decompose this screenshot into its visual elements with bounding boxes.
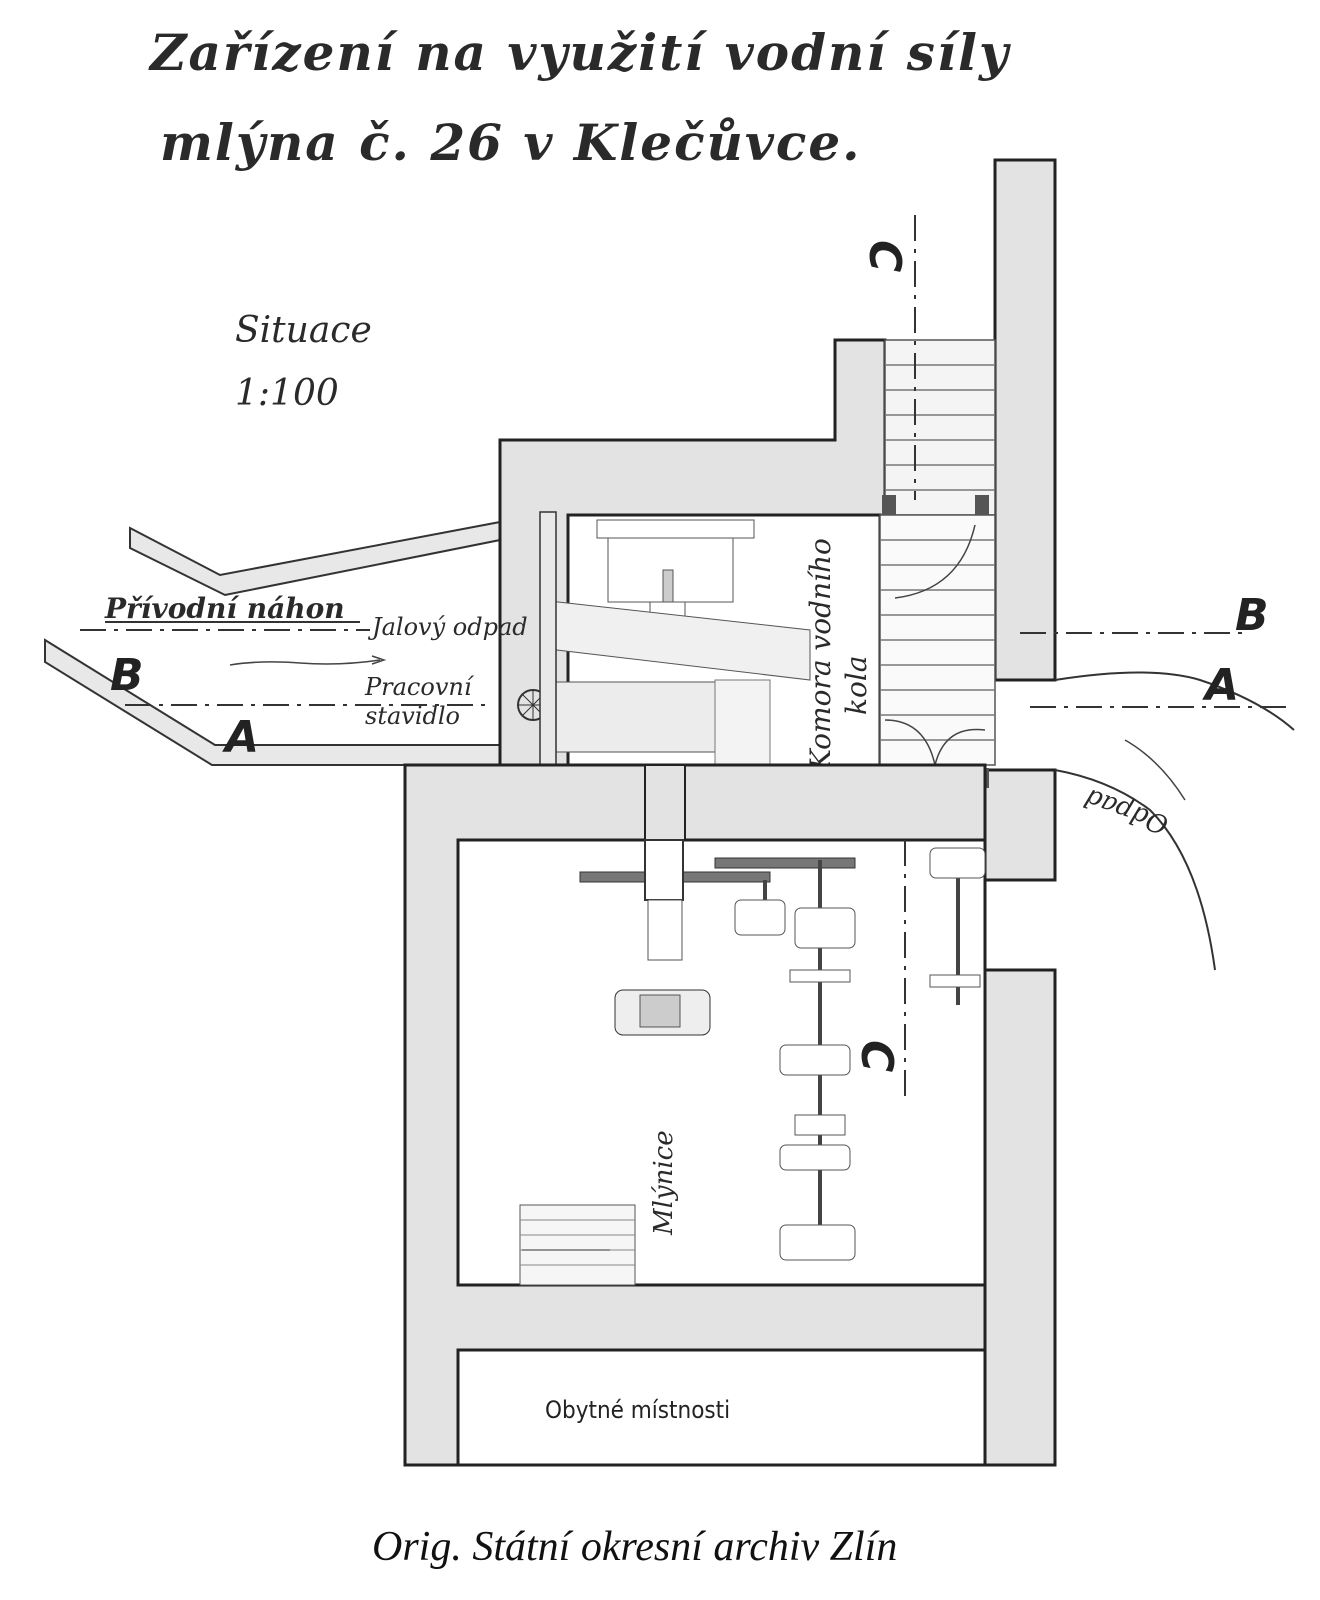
work-gate-label-1: Pracovní (364, 673, 475, 701)
scale-label: 1:100 (235, 373, 339, 414)
section-a-left: A (222, 712, 259, 763)
section-c-bottom: C (851, 1040, 902, 1072)
spillway-label: Jalový odpad (367, 613, 528, 641)
wheel-chamber-label-1: Komora vodního (804, 538, 837, 771)
stairs-lower (519, 1204, 636, 1286)
section-a-right: A (1202, 660, 1239, 711)
outflow-channel (1054, 671, 1295, 971)
mill-machinery (579, 839, 986, 1261)
wall-right-middle (983, 768, 1057, 882)
mill-room-label: Mlýnice (649, 1130, 679, 1236)
living-rooms (456, 1348, 987, 1467)
outflow-label: Odpad (1081, 782, 1173, 840)
headrace-label: Přívodní náhon (104, 592, 345, 625)
stairs-upper (875, 339, 996, 788)
section-b-left: B (110, 650, 144, 701)
work-gate-label-2: stavidlo (365, 702, 460, 730)
title-line-1: Zařízení na využití vodní síly (148, 23, 1011, 82)
wall-right-lower (983, 968, 1057, 1467)
headrace-channel (44, 520, 501, 770)
living-rooms-label: Obytné místnosti (545, 1396, 730, 1424)
situation-label: Situace (235, 310, 372, 351)
water-wheel-mechanism (517, 511, 811, 793)
wall-right-upper (993, 158, 1057, 682)
caption: Orig. Státní okresní archiv Zlín (372, 1524, 897, 1570)
section-b-right: B (1235, 590, 1269, 641)
title-line-2: mlýna č. 26 v Klečůvce. (160, 113, 862, 172)
section-c-top: C (859, 240, 910, 272)
wheel-chamber-label-2: kola (840, 656, 873, 715)
